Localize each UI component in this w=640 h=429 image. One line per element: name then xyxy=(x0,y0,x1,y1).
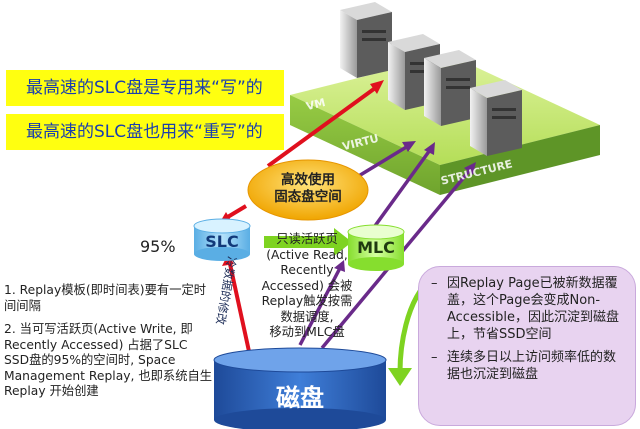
replay-note-item: 连续多日以上访问频率低的数据也沉淀到磁盘 xyxy=(429,349,625,383)
disk-label: 磁盘 xyxy=(276,384,324,412)
slc-cylinder xyxy=(193,218,251,261)
replay-notes-box: 因Replay Page已被新数据覆盖，这个Page会变成Non-Accessi… xyxy=(418,266,636,426)
replay-note-item: 因Replay Page已被新数据覆盖，这个Page会变成Non-Accessi… xyxy=(429,275,625,343)
note-item: 1. Replay模板(即时间表)要有一定时间间隔 xyxy=(4,283,207,313)
server-icon xyxy=(340,2,392,78)
green-arrow xyxy=(264,228,352,256)
disk-cylinder xyxy=(213,347,387,429)
purple-arrow xyxy=(370,142,435,232)
center-ellipse-label: 高效使用 固态盘空间 xyxy=(258,172,358,206)
center-ellipse xyxy=(247,159,369,221)
server-icon xyxy=(470,80,522,156)
center-ellipse-line2: 固态盘空间 xyxy=(274,189,342,205)
green-curve-arrowhead xyxy=(388,368,412,386)
purple-arrow xyxy=(298,260,345,346)
mid-text-line: 移动到MLC盘 xyxy=(269,325,345,339)
note-item: 2. 当可写活跃页(Active Write, 即Recently Access… xyxy=(4,322,213,398)
mid-text-line: 数据调度, xyxy=(280,309,334,324)
mid-text-line: Recently xyxy=(280,263,334,277)
replay-active-read-text: 只读活跃页 (Active Read, Recently Accessed) 会… xyxy=(252,232,362,341)
slc-label: SLC xyxy=(205,232,239,251)
mid-text-line: Accessed) 会被 xyxy=(261,278,353,293)
banner-slc-rewrite: 最高速的SLC盘也用来“重写”的 xyxy=(6,114,284,150)
red-arrow xyxy=(266,80,384,168)
mid-text-line: (Active Read, xyxy=(266,247,348,262)
left-notes: 1. Replay模板(即时间表)要有一定时间间隔 2. 当可写活跃页(Acti… xyxy=(4,283,214,408)
mlc-cylinder xyxy=(347,224,405,271)
server-icon xyxy=(424,50,476,126)
mid-text-line: Replay触发按需 xyxy=(261,294,353,308)
center-ellipse-line1: 高效使用 xyxy=(281,172,335,188)
banner-slc-write: 最高速的SLC盘是专用来“写”的 xyxy=(6,70,284,106)
slc-percent: 95% xyxy=(140,237,176,256)
mid-text-line: 只读活跃页 xyxy=(276,232,338,246)
mlc-label: MLC xyxy=(357,238,395,257)
